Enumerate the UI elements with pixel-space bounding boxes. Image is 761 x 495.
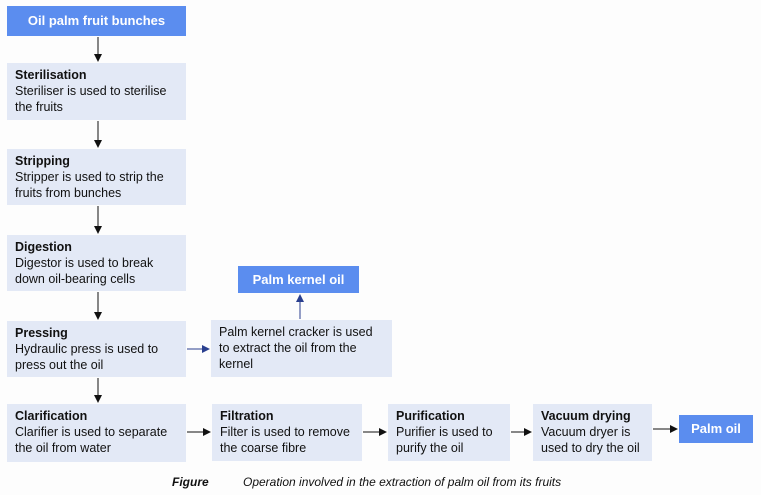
- step-text: Steriliser is used to sterilise the frui…: [15, 84, 167, 114]
- step-text: Purifier is used to purify the oil: [396, 425, 493, 455]
- step-text: Clarifier is used to separate the oil fr…: [15, 425, 168, 455]
- step-text: Vacuum dryer is used to dry the oil: [541, 425, 640, 455]
- start-node: Oil palm fruit bunches: [7, 6, 186, 36]
- step-title: Pressing: [15, 326, 68, 340]
- step-title: Stripping: [15, 154, 70, 168]
- step-text: Filter is used to remove the coarse fibr…: [220, 425, 350, 455]
- figure-caption: Operation involved in the extraction of …: [243, 475, 562, 489]
- kernel-cracker-node: Palm kernel cracker is used to extract t…: [211, 320, 392, 377]
- palm-oil-node: Palm oil: [679, 415, 753, 443]
- step-text: Stripper is used to strip the fruits fro…: [15, 170, 164, 200]
- step-title: Clarification: [15, 409, 88, 423]
- step-title: Digestion: [15, 240, 72, 254]
- step-title: Purification: [396, 409, 465, 423]
- step-text: Hydraulic press is used to press out the…: [15, 342, 159, 372]
- step-text: Digestor is used to break down oil-beari…: [15, 256, 154, 286]
- step-title: Sterilisation: [15, 68, 87, 82]
- step-title: Vacuum drying: [541, 409, 631, 423]
- figure-label: Figure: [172, 475, 209, 489]
- step-title: Filtration: [220, 409, 274, 423]
- palm-kernel-oil-node: Palm kernel oil: [238, 266, 359, 293]
